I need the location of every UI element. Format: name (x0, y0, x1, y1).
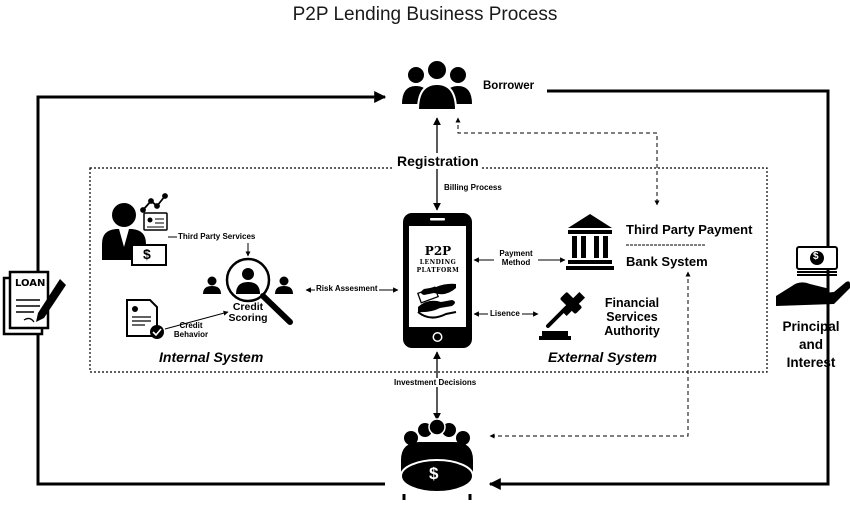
money-bill-dollar: $ (143, 246, 151, 262)
internal-system-label: Internal System (159, 349, 264, 365)
hand-money-icon (776, 246, 850, 306)
lisence-label: Lisence (488, 309, 522, 318)
credit-behavior-line-2: Behavior (173, 330, 209, 339)
diagram-title: P2P Lending Business Process (292, 4, 558, 25)
principal-line-2: and (798, 337, 823, 352)
credit-scoring-line-2: Scoring (228, 312, 268, 324)
payment-dashed-arrow-top (455, 117, 660, 206)
fsa-line-3: Authority (604, 324, 660, 338)
chart-icon (140, 193, 168, 213)
bank-icon (566, 214, 614, 270)
credit-behavior-arrow (164, 310, 229, 330)
payment-dashed-arrow-bottom (489, 271, 691, 439)
principal-line-1: Principal (782, 319, 840, 334)
loan-doc-label: LOAN (15, 278, 46, 289)
phone-subtitle-1: LENDING (419, 259, 457, 266)
fsa-label: Financial Services Authority (594, 296, 670, 338)
id-card-icon (143, 212, 168, 231)
money-bill-icon (131, 244, 167, 266)
third-party-payment-label: Third Party Payment (626, 222, 753, 237)
smartphone-icon (403, 213, 472, 348)
phone-subtitle-2: PLATFORM (416, 267, 460, 274)
credit-behavior-line-1: Credit (179, 321, 203, 330)
principal-interest-label: Principal and Interest (772, 318, 850, 372)
gavel-icon (539, 291, 586, 340)
investment-decisions-label: Investment Decisions (392, 378, 479, 387)
credit-scoring-label: Credit Scoring (224, 302, 272, 324)
credit-scoring-line-1: Credit (232, 301, 264, 313)
hand-money-dollar: $ (813, 251, 819, 262)
fsa-line-1: Financial (604, 296, 660, 310)
money-exchange-icon (416, 283, 457, 319)
investor-dollar: $ (429, 464, 439, 483)
borrower-label: Borrower (483, 80, 535, 92)
document-check-icon (126, 299, 164, 339)
borrower-group-icon (402, 59, 472, 111)
risk-assessment-label: Risk Assesment (315, 284, 379, 293)
bank-system-label: Bank System (626, 254, 708, 269)
third-party-services-label: Third Party Services (178, 232, 256, 241)
payment-method-line-2: Method (501, 258, 531, 267)
credit-behavior-label: Credit Behavior (172, 321, 210, 339)
phone-title: P2P (424, 244, 452, 258)
principal-line-3: Interest (786, 355, 836, 370)
fsa-line-2: Services (606, 310, 658, 324)
external-system-label: External System (548, 349, 657, 365)
magnifier-person-icon (203, 257, 293, 325)
payment-method-label: Payment Method (494, 249, 538, 267)
system-boundary-box (89, 167, 768, 373)
loan-document-icon (2, 270, 66, 336)
investor-group-icon (400, 418, 474, 500)
repayment-flow-arrow (488, 89, 830, 490)
payment-method-line-1: Payment (499, 249, 533, 258)
registration-label: Registration (394, 153, 482, 169)
billing-process-label: Billing Process (444, 183, 502, 192)
